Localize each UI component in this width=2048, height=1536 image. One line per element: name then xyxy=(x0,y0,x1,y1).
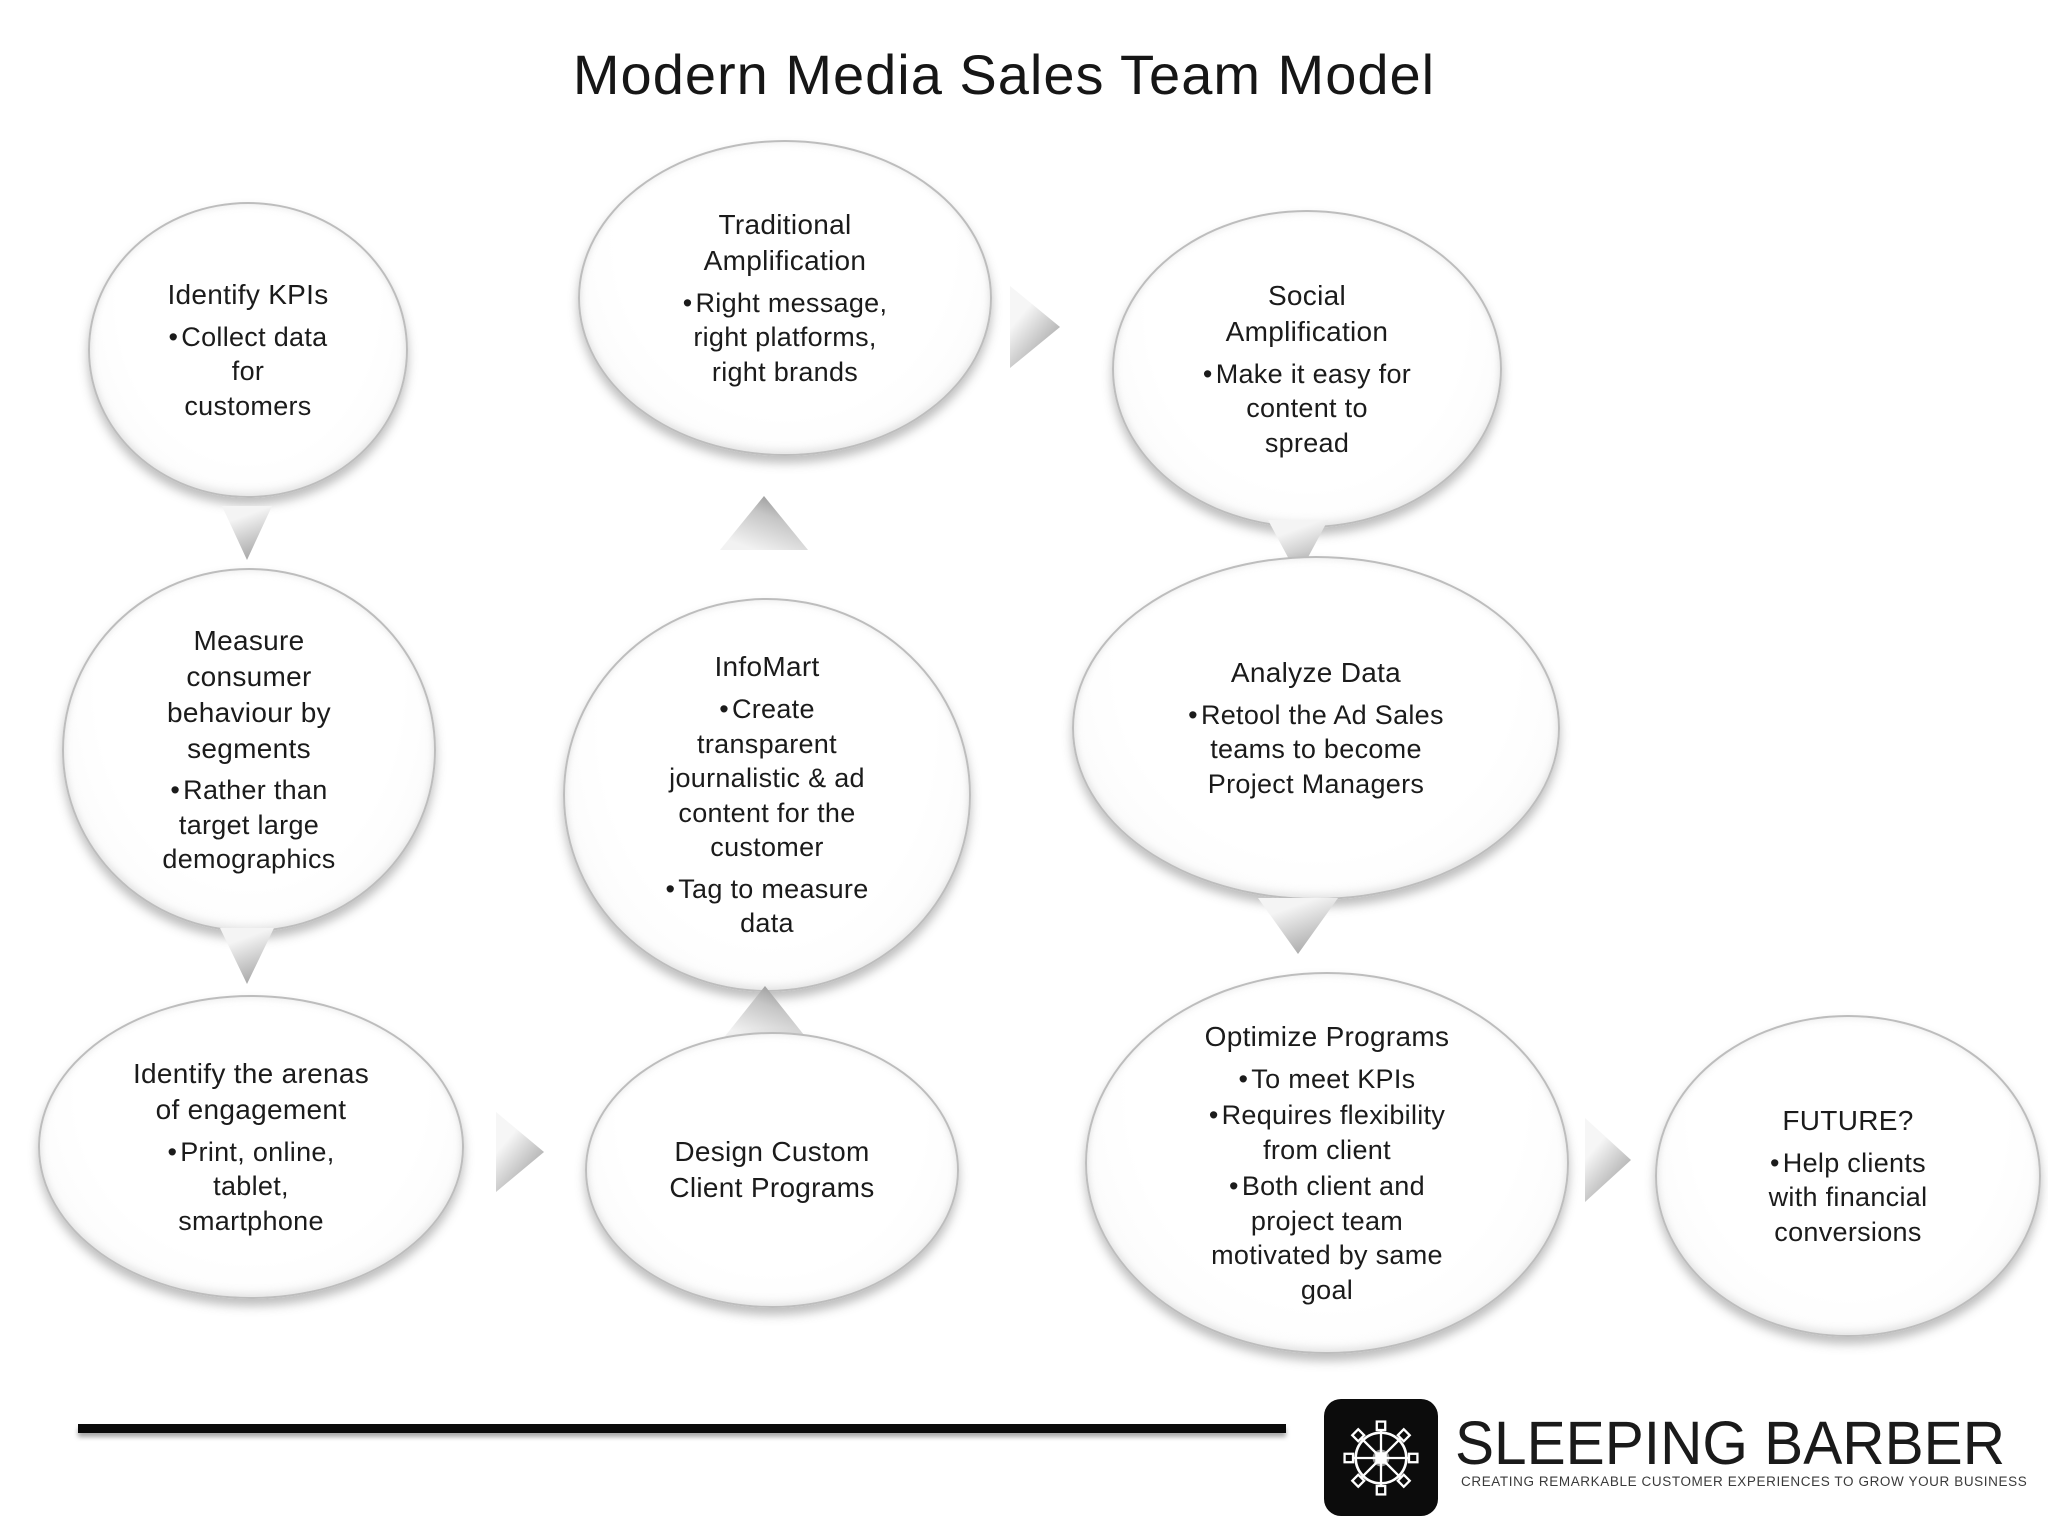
node-title: Identify KPIs xyxy=(167,278,329,310)
node-bullet: Print, online, tablet, smartphone xyxy=(167,1137,334,1236)
arrow-down-icon xyxy=(1258,898,1338,954)
node-infomart: InfoMart Create transparent journalistic… xyxy=(563,598,971,992)
node-bullet: To meet KPIs xyxy=(1239,1064,1416,1094)
node-title: Traditional Amplification xyxy=(703,208,867,276)
node-optimize-programs: Optimize Programs To meet KPIs Requires … xyxy=(1085,972,1569,1354)
node-future: FUTURE? Help clients with financial conv… xyxy=(1655,1015,2041,1337)
brand-logo xyxy=(1324,1399,1438,1516)
node-bullet: Tag to measure data xyxy=(665,874,868,939)
node-title: FUTURE? xyxy=(1782,1104,1914,1136)
node-identify-arenas: Identify the arenas of engagement Print,… xyxy=(38,995,464,1299)
arrow-up-icon xyxy=(720,496,808,550)
brand-tagline: CREATING REMARKABLE CUSTOMER EXPERIENCES… xyxy=(1461,1474,2028,1489)
node-bullet: Both client and project team motivated b… xyxy=(1211,1171,1443,1305)
node-traditional-amplification: Traditional Amplification Right message,… xyxy=(578,140,992,456)
node-bullet: Requires flexibility from client xyxy=(1209,1100,1445,1165)
node-bullet: Retool the Ad Sales teams to become Proj… xyxy=(1188,700,1444,799)
node-title: Social Amplification xyxy=(1225,279,1389,347)
arrow-right-icon xyxy=(1010,286,1060,368)
node-title: Design Custom Client Programs xyxy=(669,1136,875,1203)
wheel-icon xyxy=(1343,1419,1419,1496)
arrow-down-icon xyxy=(222,506,272,560)
node-bullet: Right message, right platforms, right br… xyxy=(683,288,888,387)
page-title: Modern Media Sales Team Model xyxy=(572,43,1436,106)
node-bullet: Help clients with financial conversions xyxy=(1769,1148,1928,1247)
node-title: Analyze Data xyxy=(1230,656,1402,688)
brand-name: SLEEPING BARBER xyxy=(1455,1409,2006,1477)
node-title: Measure consumer behaviour by segments xyxy=(167,625,331,764)
node-analyze-data: Analyze Data Retool the Ad Sales teams t… xyxy=(1072,556,1560,900)
node-title: InfoMart xyxy=(714,651,820,683)
arrow-right-icon xyxy=(1585,1118,1631,1202)
arrow-right-icon xyxy=(496,1112,544,1192)
node-bullet: Rather than target large demographics xyxy=(162,775,335,874)
node-identify-kpis: Identify KPIs Collect data for customers xyxy=(88,202,408,498)
node-bullet: Create transparent journalistic & ad con… xyxy=(669,694,865,862)
node-bullet: Make it easy for content to spread xyxy=(1203,359,1411,458)
node-bullet: Collect data for customers xyxy=(169,322,328,421)
node-measure-consumer-behaviour: Measure consumer behaviour by segments R… xyxy=(62,568,436,932)
node-title: Optimize Programs xyxy=(1204,1020,1450,1052)
node-social-amplification: Social Amplification Make it easy for co… xyxy=(1112,210,1502,528)
footer-divider xyxy=(78,1424,1286,1433)
node-design-custom-programs: Design Custom Client Programs xyxy=(585,1032,959,1308)
node-title: Identify the arenas of engagement xyxy=(132,1057,370,1125)
arrow-down-icon xyxy=(220,928,274,984)
